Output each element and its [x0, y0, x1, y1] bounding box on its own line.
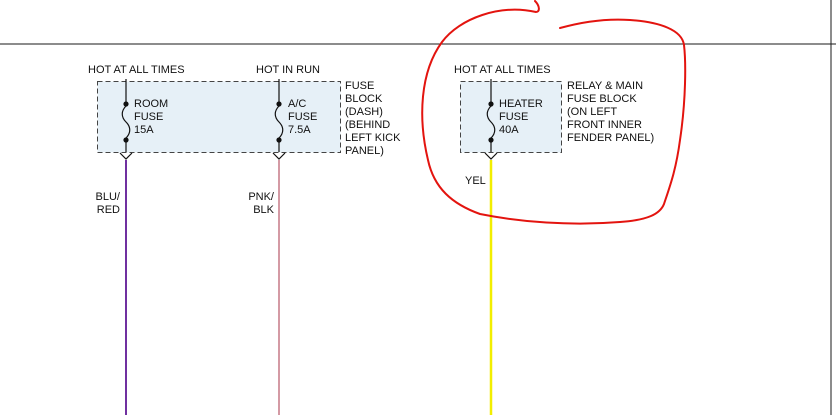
heater-fuse-label: HEATER FUSE 40A: [499, 98, 543, 136]
wire-blu-red-label: BLU/ RED: [95, 191, 120, 216]
fuse-block-dash-box: [97, 81, 341, 153]
ac-fuse-symbol: [272, 79, 286, 160]
room-fuse-label: ROOM FUSE 15A: [134, 98, 169, 136]
fuse-block-dash-location-label: FUSE BLOCK (DASH) (BEHIND LEFT KICK PANE…: [345, 80, 401, 157]
wire-pnk-blk-label: PNK/ BLK: [248, 191, 274, 216]
heater-fuse-power-label: HOT AT ALL TIMES: [454, 64, 551, 76]
room-fuse-symbol: [119, 79, 133, 160]
heater-fuse-symbol: [484, 79, 498, 160]
highlight-annotation: [421, 0, 687, 225]
ac-fuse-power-label: HOT IN RUN: [256, 64, 320, 76]
ac-fuse-label: A/C FUSE 7.5A: [288, 98, 318, 136]
relay-main-fuse-block-box: [460, 81, 562, 153]
wire-yel-label: YEL: [465, 175, 486, 187]
relay-main-fuse-block-location-label: RELAY & MAIN FUSE BLOCK (ON LEFT FRONT I…: [567, 80, 655, 144]
room-fuse-power-label: HOT AT ALL TIMES: [88, 64, 185, 76]
